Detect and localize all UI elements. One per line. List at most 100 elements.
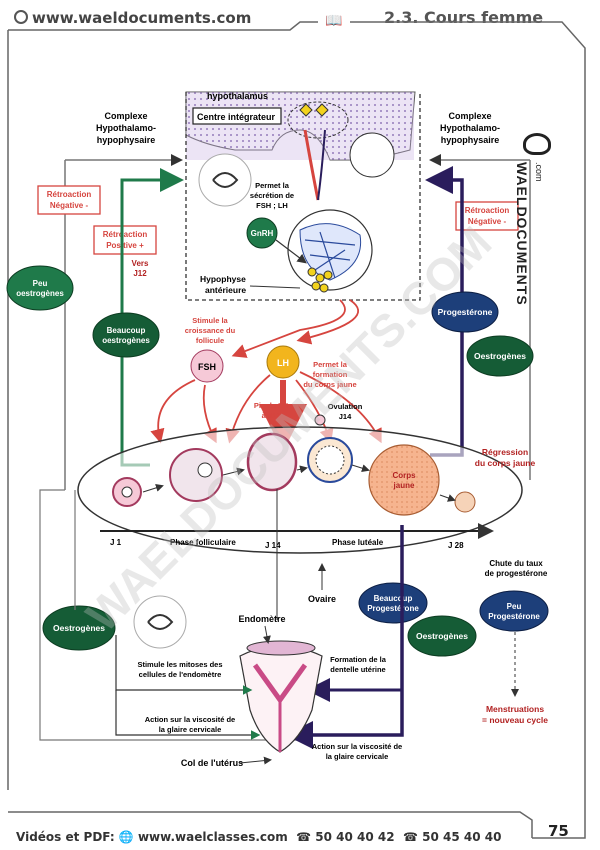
peu-oestro-l1: Peu bbox=[33, 279, 48, 288]
brand-vertical: WAELDOCUMENTS bbox=[514, 162, 530, 306]
hypothalamus-label: hypothalamus bbox=[207, 91, 268, 101]
uterus-illustration bbox=[239, 640, 323, 753]
formation-dentelle-l1: Formation de la bbox=[330, 655, 387, 664]
stimule-mitoses-l2: cellules de l'endomètre bbox=[139, 670, 222, 679]
hypophyse-l1: Hypophyse bbox=[200, 274, 246, 284]
permet-formation-l2: formation bbox=[313, 370, 348, 379]
oestrogenes-bottom-badge bbox=[407, 615, 477, 657]
centre-integrateur-label: Centre intégrateur bbox=[197, 112, 276, 122]
waelclasses-logo-bottom bbox=[133, 595, 187, 649]
footer-phone-1[interactable]: 50 40 40 42 bbox=[315, 830, 395, 844]
permet-secretion-l3: FSH ; LH bbox=[256, 201, 288, 210]
beaucoup-prog-l2: Progestérone bbox=[367, 604, 419, 613]
endometre-label: Endomètre bbox=[238, 614, 285, 624]
oestrogenes-right-label: Oestrogènes bbox=[474, 351, 526, 361]
svg-text:Pic de LHà J12: Pic de LHà J12 bbox=[254, 401, 288, 420]
retro-neg-right-box bbox=[455, 201, 519, 231]
peu-prog-l2: Progestérone bbox=[488, 612, 540, 621]
ovulation-l2: J14 bbox=[339, 412, 352, 421]
footer-site-link[interactable]: www.waelclasses.com bbox=[137, 830, 288, 844]
retro-neg-left-box bbox=[37, 185, 101, 215]
ovaire-label: Ovaire bbox=[308, 594, 336, 604]
book-icon: 📖 bbox=[325, 12, 343, 28]
retro-neg-right-l1: Rétroaction bbox=[465, 206, 510, 215]
watermark-text: WAELDOCUMENTS.COM bbox=[76, 216, 501, 641]
menstruations-l1: Menstruations bbox=[486, 704, 544, 714]
retro-pos-l1: Rétroaction bbox=[103, 230, 148, 239]
svg-text:Menstruations= nouveau cycle: Menstruations= nouveau cycle bbox=[482, 704, 548, 725]
progesterone-top-label: Progestérone bbox=[438, 307, 493, 317]
peu-oestrogenes-badge bbox=[6, 265, 74, 311]
stimule-mitoses-l1: Stimule les mitoses des bbox=[137, 660, 222, 669]
regression-l2: du corps jaune bbox=[475, 458, 536, 468]
vers-j12-l2: J12 bbox=[133, 269, 147, 278]
beaucoup-prog-l1: Beaucoup bbox=[374, 594, 413, 603]
chute-l1: Chute du taux bbox=[489, 559, 543, 568]
retro-pos-l2: Positive + bbox=[106, 241, 144, 250]
menstruations-l2: = nouveau cycle bbox=[482, 715, 548, 725]
waelclasses-logo-top bbox=[198, 153, 252, 207]
beaucoup-oestro-l1: Beaucoup bbox=[107, 326, 146, 335]
brand-logo-icon bbox=[523, 133, 551, 155]
complexe-left-l1: Complexe bbox=[104, 111, 147, 121]
hypophyse-l2: antérieure bbox=[205, 285, 246, 295]
stimule-croissance-l3: follicule bbox=[196, 336, 224, 345]
phone-icon: ☎ bbox=[402, 830, 418, 844]
complexe-right-l2: Hypothalamo- bbox=[440, 123, 500, 133]
gnrh-badge: GnRH bbox=[251, 229, 274, 238]
fsh-badge bbox=[190, 349, 224, 383]
complexe-left-l2: Hypothalamo- bbox=[96, 123, 156, 133]
permet-formation-l1: Permet la bbox=[313, 360, 348, 369]
peu-prog-l1: Peu bbox=[507, 602, 522, 611]
hypophysis-cells bbox=[307, 267, 333, 293]
corps-jaune-l2: jaune bbox=[393, 481, 415, 490]
phone-icon: ☎ bbox=[296, 830, 312, 844]
oestrogenes-left-badge bbox=[42, 605, 116, 651]
lh-badge bbox=[266, 345, 300, 379]
action-visc-left-l2: la glaire cervicale bbox=[159, 725, 222, 734]
centre-integrateur-box bbox=[192, 107, 282, 125]
action-visc-right-l1: Action sur la viscosité de bbox=[312, 742, 402, 751]
ovulation-l1: Ovulation bbox=[328, 402, 363, 411]
pic-lh-l1: Pic de LH bbox=[254, 401, 288, 410]
j1-label: J 1 bbox=[110, 538, 122, 547]
phase-folliculaire-label: Phase folliculaire bbox=[170, 538, 236, 547]
formation-dentelle-l2: dentelle utérine bbox=[330, 665, 385, 674]
permet-formation-l3: du corps jaune bbox=[303, 380, 356, 389]
footer-globe-icon: 🌐 bbox=[118, 830, 134, 844]
retro-neg-left-l2: Négative - bbox=[50, 201, 89, 210]
permet-secretion-l1: Permet la bbox=[255, 181, 290, 190]
action-visc-right-l2: la glaire cervicale bbox=[326, 752, 389, 761]
page-number: 75 bbox=[548, 822, 569, 840]
stimule-croissance-l1: Stimule la bbox=[192, 316, 228, 325]
vers-j12-l1: Vers bbox=[132, 259, 149, 268]
oestrogenes-left-label: Oestrogènes bbox=[53, 623, 105, 633]
lh-label: LH bbox=[277, 358, 289, 368]
stimule-croissance-l2: croissance du bbox=[185, 326, 236, 335]
progesterone-top-badge bbox=[431, 291, 499, 333]
regression-l1: Régression bbox=[482, 447, 528, 457]
pic-lh-l2: à J12 bbox=[262, 411, 281, 420]
fsh-label: FSH bbox=[198, 362, 216, 372]
footer-phone-2[interactable]: 50 45 40 40 bbox=[422, 830, 502, 844]
beaucoup-progesterone-badge bbox=[358, 582, 428, 624]
corps-jaune-l1: Corps bbox=[392, 471, 416, 480]
